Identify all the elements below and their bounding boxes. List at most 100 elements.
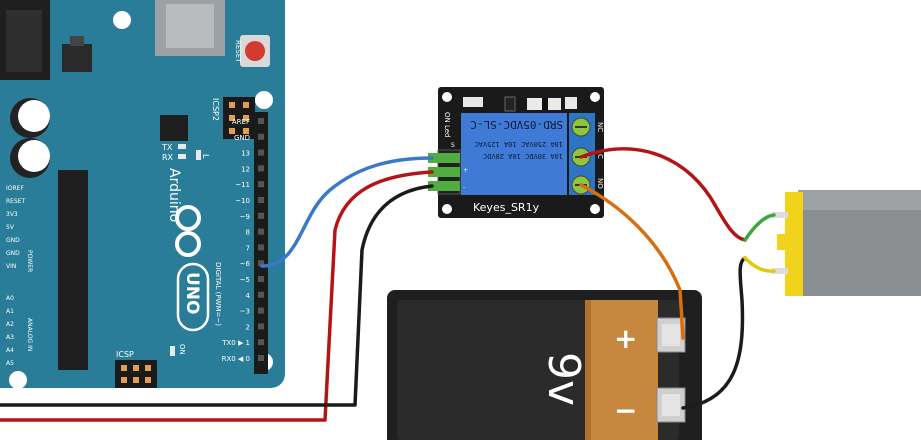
mounting-hole: [442, 204, 452, 214]
digital-pin-label: 2: [246, 323, 250, 331]
analog-pin-label: A1: [6, 308, 14, 315]
battery-plus-label: +: [614, 322, 637, 355]
wires: [0, 147, 776, 422]
digital-pin-socket: [258, 323, 264, 330]
digital-pin-label: ~5: [240, 276, 250, 284]
power-pin-label: RESET: [6, 198, 26, 205]
atmega-microcontroller: [58, 170, 88, 370]
relay-input-pin-vcc: [428, 167, 460, 177]
battery-label-stripe: [585, 300, 591, 440]
wire-com-red: [579, 147, 747, 242]
relay-input-pin-gnd: [428, 181, 460, 191]
arduino-logo: Arduino: [166, 168, 182, 222]
relay-text-3: 10A 30VDC 10A 28VDC: [483, 152, 563, 160]
mounting-hole: [590, 92, 600, 102]
reset-button-cap[interactable]: [245, 41, 265, 61]
dc-motor: [772, 190, 921, 296]
digital-pin-socket: [258, 212, 264, 219]
relay-input-pin-s: [428, 153, 460, 163]
uno-badge: UNO: [176, 262, 210, 332]
digital-pin-label: ~9: [240, 213, 250, 221]
digital-pin-socket: [258, 244, 264, 251]
digital-pin-socket: [258, 165, 264, 172]
analog-pin-label: A2: [6, 321, 14, 328]
power-pin-label: IOREF: [6, 185, 24, 192]
motor-terminal: [772, 268, 788, 274]
motor-body: [798, 190, 921, 296]
rx-led: [178, 154, 186, 159]
digital-pin-socket: [258, 355, 264, 361]
icsp-pins: [121, 365, 151, 383]
capacitor-top: [18, 140, 50, 172]
wire-gnd-black: [0, 184, 434, 407]
digital-pin-label: 12: [241, 165, 250, 173]
digital-pin-label: ~6: [240, 260, 251, 268]
power-pin-label: GND: [6, 250, 20, 257]
power-pin-label: GND: [6, 237, 20, 244]
icsp2-label: ICSP2: [211, 98, 220, 121]
digital-header-label: DIGITAL (PWM=~): [214, 262, 222, 326]
relay-body: [461, 113, 567, 195]
resistor: [565, 97, 577, 109]
tx-label: TX: [161, 143, 173, 152]
analog-label: ANALOG IN: [26, 318, 33, 351]
digital-pin-socket: [258, 307, 264, 314]
c-label: C: [596, 154, 604, 159]
led-label: ON Led: [443, 112, 451, 138]
relay-pin-mark: -: [463, 184, 465, 191]
digital-pin-socket: [258, 118, 264, 124]
motor-lead-green: [743, 213, 776, 242]
screw-terminal-nc: [571, 117, 591, 137]
battery-voltage-label: 9v: [538, 352, 589, 406]
digital-sockets: [258, 118, 264, 361]
digital-pin-socket: [258, 149, 264, 156]
capacitor-top: [18, 100, 50, 132]
relay-module-label: Keyes_SR1y: [473, 201, 540, 214]
nc-label: NC: [596, 122, 604, 132]
transistor: [504, 96, 516, 112]
power-pin-label: VIN: [6, 263, 16, 270]
relay-module: ON Led SRD-05VDC-SL-C 10A 250VAC 10A 125…: [428, 87, 604, 218]
digital-pin-socket: [258, 228, 264, 235]
dc-power-jack-face: [6, 10, 42, 72]
digital-pin-socket: [258, 291, 264, 298]
model-label: UNO: [182, 272, 202, 314]
digital-pin-socket: [258, 276, 264, 282]
tx-led: [178, 144, 186, 149]
rx-label: RX: [162, 153, 174, 162]
motor-mount: [785, 192, 803, 296]
digital-pin-socket: [258, 260, 264, 267]
digital-pin-socket: [258, 133, 264, 140]
digital-pin-label: ~10: [235, 197, 250, 205]
battery-label: [590, 300, 658, 440]
digital-pin-label: GND: [234, 134, 250, 142]
relay-text-2: 10A 250VAC 10A 125VAC: [474, 140, 563, 148]
motor-shaft: [777, 234, 789, 250]
motor-body-shade: [798, 190, 921, 210]
no-label: NO: [596, 178, 604, 189]
l-label: L: [201, 154, 210, 159]
mounting-hole: [442, 92, 452, 102]
voltage-regulator: [62, 44, 92, 72]
wire-no-orange: [579, 183, 685, 340]
usb-port-inner: [166, 4, 214, 48]
analog-pin-label: A4: [6, 347, 14, 354]
mounting-hole: [590, 204, 600, 214]
power-pin-label: 3V3: [6, 211, 18, 218]
digital-pin-label: TX0 ▶ 1: [221, 339, 250, 347]
brand-label: Arduino: [166, 168, 182, 222]
motor-lead-yellow: [743, 256, 776, 273]
digital-pin-label: 13: [241, 150, 250, 158]
mounting-hole: [9, 371, 27, 389]
mounting-hole: [113, 11, 131, 29]
battery-minus-label: −: [614, 394, 637, 427]
on-led: [170, 346, 175, 356]
digital-header: [254, 112, 268, 374]
infinity-logo-icon: [175, 205, 201, 257]
analog-pin-label: A0: [6, 295, 14, 302]
digital-pin-socket: [258, 339, 264, 346]
icsp2-header: [223, 97, 255, 139]
diode-band: [542, 98, 548, 110]
